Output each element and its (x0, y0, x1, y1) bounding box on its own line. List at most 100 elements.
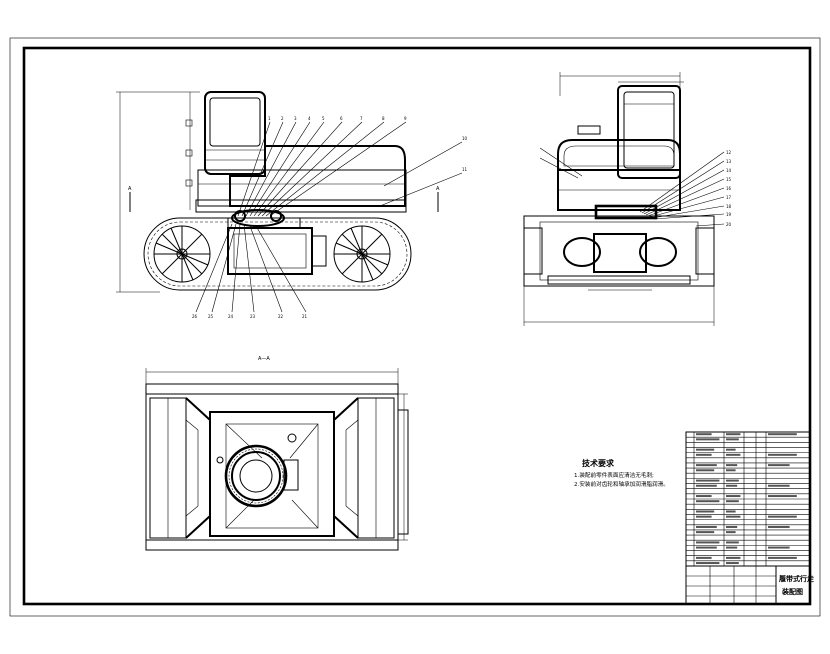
balloon-25: 25 (208, 314, 214, 319)
parts-cell-mark (768, 515, 797, 518)
parts-cell-mark (726, 479, 739, 482)
balloon-10: 10 (462, 136, 468, 141)
top-leader-lines (237, 121, 463, 217)
technical-requirements: 技术要求 1.装配前零件表面应清洁无毛刺; 2.安装前对齿轮和轴承加润滑脂润滑。 (574, 458, 669, 488)
parts-cell-mark (726, 500, 739, 503)
front-view: 12 13 14 15 16 17 18 19 20 (523, 72, 732, 326)
parts-cell-mark (696, 510, 715, 513)
parts-cell-mark (696, 546, 717, 549)
section-frame (145, 393, 399, 541)
parts-cell-mark (696, 479, 720, 482)
parts-cell-mark (726, 464, 738, 467)
balloon-15: 15 (726, 177, 732, 182)
parts-cell-mark (726, 531, 736, 534)
parts-cell-mark (726, 433, 741, 436)
outer-frame (9, 37, 821, 617)
parts-cell-mark (726, 556, 741, 559)
parts-cell-mark (726, 546, 738, 549)
parts-cell-mark (696, 448, 715, 451)
gear-cluster (231, 209, 285, 227)
parts-cell-mark (768, 556, 797, 559)
balloon-22: 22 (278, 314, 284, 319)
parts-cell-mark (696, 515, 712, 518)
side-view: A A 1 2 3 4 5 6 7 8 9 10 11 (116, 91, 468, 319)
balloon-11: 11 (462, 167, 468, 172)
title-block: 履带式行走 装配图 (685, 565, 815, 605)
cab-window (209, 97, 261, 147)
right-leader-lines (539, 147, 725, 227)
section-mark-a-right: A (436, 186, 440, 192)
title-name-line1: 履带式行走 (778, 574, 815, 583)
tech-req-heading: 技术要求 (582, 458, 615, 468)
parts-cell-mark (726, 515, 741, 518)
parts-cell-mark (768, 433, 797, 436)
balloon-9: 9 (404, 116, 407, 121)
balloon-16: 16 (726, 186, 732, 191)
parts-cell-mark (696, 438, 720, 441)
title-name-line2: 装配图 (781, 587, 803, 596)
balloon-3: 3 (294, 116, 297, 121)
parts-cell-mark (696, 531, 715, 534)
parts-cell-mark (726, 495, 741, 498)
balloon-14: 14 (726, 168, 732, 173)
cab-outline (204, 91, 266, 175)
parts-cell-mark (696, 500, 720, 503)
parts-cell-mark (696, 464, 717, 467)
tech-req-item-1: 1.装配前零件表面应清洁无毛刺; (574, 471, 654, 479)
section-mark-a-left: A (128, 186, 132, 192)
section-view-label: A—A (258, 356, 270, 362)
balloon-12: 12 (726, 150, 732, 155)
balloon-1: 1 (268, 116, 271, 121)
parts-cell-mark (768, 525, 790, 528)
parts-cell-mark (726, 525, 738, 528)
balloon-5: 5 (322, 116, 325, 121)
central-box (209, 411, 335, 537)
engine-housing (229, 145, 406, 207)
slewing-ring (224, 444, 288, 508)
balloon-2: 2 (281, 116, 284, 121)
bottom-leader-lines (195, 223, 307, 313)
parts-cell-mark (726, 448, 736, 451)
balloon-4: 4 (308, 116, 311, 121)
balloon-7: 7 (360, 116, 363, 121)
parts-cell-mark (726, 469, 736, 472)
parts-cell-mark (768, 484, 790, 487)
balloon-18: 18 (726, 204, 732, 209)
tech-req-item-2: 2.安装前对齿轮和轴承加润滑脂润滑。 (574, 480, 669, 488)
balloon-26: 26 (192, 314, 198, 319)
parts-cell-mark (726, 541, 739, 544)
parts-cell-mark (696, 525, 717, 528)
parts-cell-mark (696, 562, 720, 565)
parts-cell-mark (768, 464, 790, 467)
balloon-13: 13 (726, 159, 732, 164)
parts-cell-mark (726, 484, 738, 487)
parts-cell-mark (696, 453, 712, 456)
parts-cell-mark (696, 495, 712, 498)
balloon-21: 21 (302, 314, 308, 319)
parts-cell-mark (696, 541, 720, 544)
parts-cell-mark (726, 453, 741, 456)
parts-cell-mark (726, 562, 739, 565)
parts-cell-mark (768, 453, 797, 456)
parts-cell-mark (696, 556, 712, 559)
section-view-a-a: A—A (145, 356, 409, 551)
parts-cell-mark (726, 438, 739, 441)
balloon-19: 19 (726, 212, 732, 217)
parts-cell-mark (768, 546, 790, 549)
front-cab (617, 85, 681, 179)
balloon-8: 8 (382, 116, 385, 121)
parts-cell-mark (696, 433, 712, 436)
balloon-20: 20 (726, 222, 732, 227)
parts-cell-mark (768, 495, 797, 498)
balloon-23: 23 (250, 314, 256, 319)
gearbox-housing (227, 227, 313, 275)
inner-frame (22, 46, 812, 606)
parts-cell-mark (726, 510, 736, 513)
balloon-6: 6 (340, 116, 343, 121)
parts-list-table (685, 431, 811, 605)
balloon-17: 17 (726, 195, 732, 200)
balloon-24: 24 (228, 314, 234, 319)
track-chain (143, 217, 412, 291)
parts-cell-mark (696, 469, 715, 472)
